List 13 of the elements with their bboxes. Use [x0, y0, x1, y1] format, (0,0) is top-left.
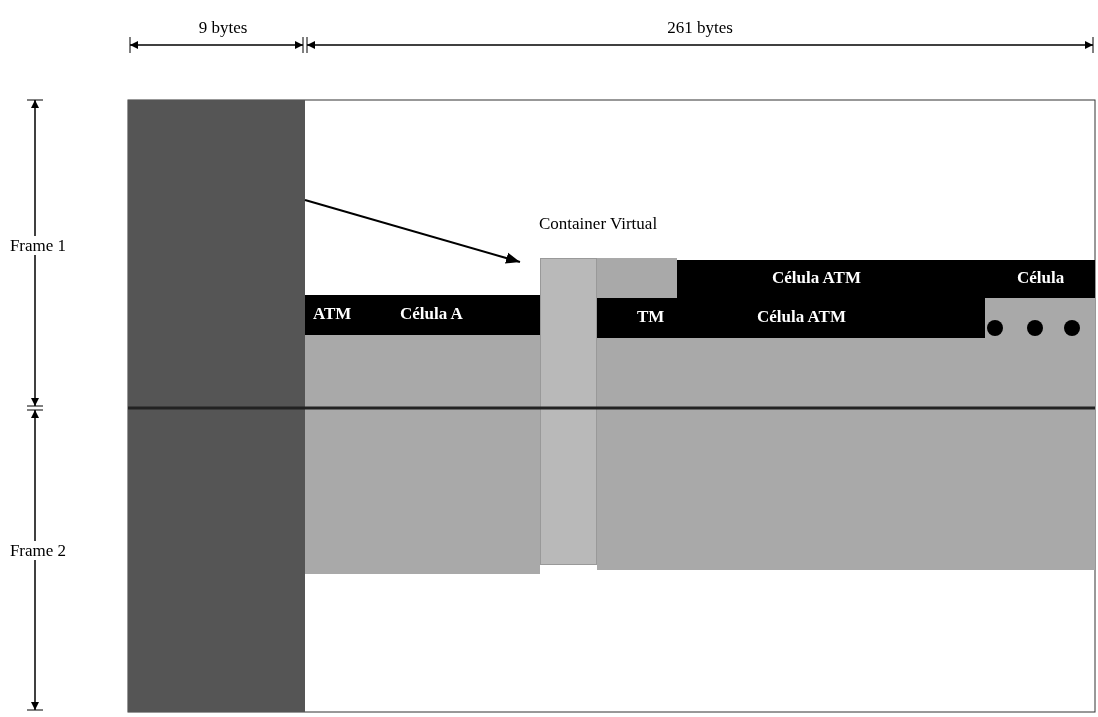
cell-label: Célula	[1017, 268, 1065, 288]
container-column	[540, 258, 597, 565]
cell-label: Célula ATM	[757, 307, 846, 327]
arrow	[304, 199, 521, 264]
cell-label: TM	[637, 307, 665, 327]
cell-label: Célula A	[400, 304, 463, 324]
container-label: Container Virtual	[538, 214, 659, 233]
atm-cell-header-bar	[305, 295, 540, 335]
overhead-column	[128, 100, 305, 712]
atm-cell-header-bar	[677, 260, 1095, 298]
atm-cell-header-bar	[597, 298, 985, 338]
cell-label: ATM	[313, 304, 352, 324]
cell-label: Célula ATM	[772, 268, 861, 288]
